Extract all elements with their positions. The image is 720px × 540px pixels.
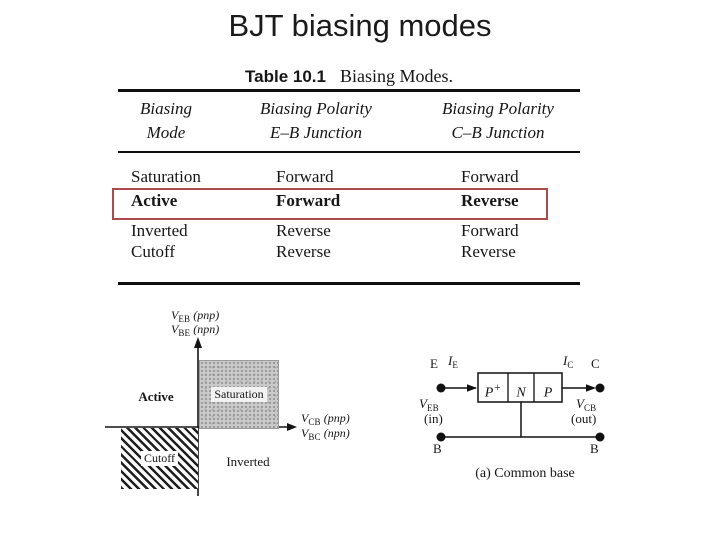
collector-terminal-label: C: [591, 356, 600, 371]
output-voltage-label: VCB: [576, 396, 596, 413]
col-header-line: Biasing: [140, 99, 192, 118]
emitter-current-arrowhead-icon: [467, 384, 477, 392]
voltage-symbol: V: [171, 308, 179, 322]
current-subscript: E: [452, 360, 459, 370]
table-rule-top: [118, 89, 580, 92]
collector-terminal-dot: [595, 383, 605, 393]
y-axis-label-npn: VBE (npn): [171, 322, 219, 338]
col-header-line: Mode: [146, 123, 186, 142]
region-base: P: [484, 385, 494, 401]
quadrant-active-label: Active: [138, 389, 174, 404]
cell-cb-saturation: Forward: [461, 167, 519, 186]
cell-mode-active: Active: [131, 191, 178, 210]
current-subscript: C: [567, 360, 574, 370]
quadrant-cutoff-label: Cutoff: [140, 451, 179, 466]
circuit-caption: (a) Common base: [475, 466, 575, 481]
voltage-symbol: V: [301, 426, 309, 440]
emitter-terminal-label: E: [430, 356, 438, 371]
table-rule-mid: [118, 151, 580, 153]
device-type: (pnp): [193, 308, 220, 322]
col-header-biasing-mode: Biasing Mode: [118, 97, 214, 145]
cell-cb-inverted: Forward: [461, 221, 519, 240]
saturation-region-box: Saturation: [199, 360, 279, 429]
region-doping-sup: +: [493, 381, 502, 394]
y-axis-label-pnp: VEB (pnp): [171, 308, 219, 324]
voltage-subscript: BE: [178, 328, 191, 338]
voltage-subscript: CB: [583, 403, 597, 413]
collector-current-arrowhead-icon: [586, 384, 596, 392]
base-terminal-label-right: B: [590, 441, 599, 456]
voltage-subscript: EB: [178, 314, 191, 324]
cell-mode-saturation: Saturation: [131, 167, 201, 186]
cell-cb-active: Reverse: [461, 191, 519, 210]
col-header-eb-junction: Biasing Polarity E–B Junction: [240, 97, 392, 145]
table-caption: Table 10.1 Biasing Modes.: [118, 66, 580, 87]
quadrant-inverted-label: Inverted: [226, 454, 270, 469]
slide-title: BJT biasing modes: [228, 8, 492, 43]
col-header-line: C–B Junction: [451, 123, 545, 142]
emitter-current-label: IE: [448, 353, 458, 370]
cell-eb-cutoff: Reverse: [276, 242, 331, 261]
cell-mode-inverted: Inverted: [131, 221, 188, 240]
table-number: Table 10.1: [245, 67, 326, 86]
current-symbol: I: [448, 353, 453, 368]
x-axis-label-npn: VBC (npn): [301, 426, 350, 442]
region-base: P: [543, 385, 553, 401]
base-terminal-label-left: B: [433, 441, 442, 456]
cutoff-region-box: Cutoff: [121, 428, 198, 489]
quadrant-saturation-label: Saturation: [211, 387, 267, 402]
voltage-subscript: EB: [426, 403, 439, 413]
col-header-line: E–B Junction: [269, 123, 363, 142]
voltage-symbol: V: [419, 396, 427, 411]
device-type: (pnp): [323, 411, 350, 425]
base-region-label: N: [508, 374, 534, 401]
input-voltage-label: VEB: [419, 396, 439, 413]
table-rule-bottom: [118, 282, 580, 285]
device-type: (npn): [193, 322, 220, 336]
cell-eb-inverted: Reverse: [276, 221, 331, 240]
emitter-region-label: P+: [478, 374, 508, 401]
current-symbol: I: [563, 353, 568, 368]
base-terminal-dot-right: [595, 432, 605, 442]
x-axis-label-pnp: VCB (pnp): [301, 411, 350, 427]
voltage-symbol: V: [171, 322, 179, 336]
voltage-symbol: V: [301, 411, 309, 425]
voltage-symbol: V: [576, 396, 584, 411]
cell-eb-saturation: Forward: [276, 167, 334, 186]
x-axis-arrowhead-icon: [287, 423, 297, 431]
region-base: N: [516, 385, 526, 401]
voltage-subscript: CB: [308, 417, 321, 427]
input-voltage-note: (in): [424, 411, 443, 426]
y-axis-arrowhead-icon: [194, 337, 202, 348]
collector-region-label: P: [534, 374, 562, 401]
table-caption-text: Biasing Modes.: [339, 66, 453, 86]
col-header-line: Biasing Polarity: [260, 99, 372, 118]
transistor-body-box: [477, 372, 563, 403]
base-terminal-dot-left: [436, 432, 446, 442]
collector-current-label: IC: [563, 353, 574, 370]
cell-mode-cutoff: Cutoff: [131, 242, 176, 261]
cell-eb-active: Forward: [276, 191, 341, 210]
voltage-subscript: BC: [308, 432, 321, 442]
output-voltage-note: (out): [571, 411, 597, 426]
cell-cb-cutoff: Reverse: [461, 242, 516, 261]
circuit-svg: [436, 372, 605, 442]
col-header-line: Biasing Polarity: [442, 99, 554, 118]
col-header-cb-junction: Biasing Polarity C–B Junction: [422, 97, 574, 145]
active-row-highlight-box: [112, 188, 548, 220]
device-type: (npn): [323, 426, 350, 440]
